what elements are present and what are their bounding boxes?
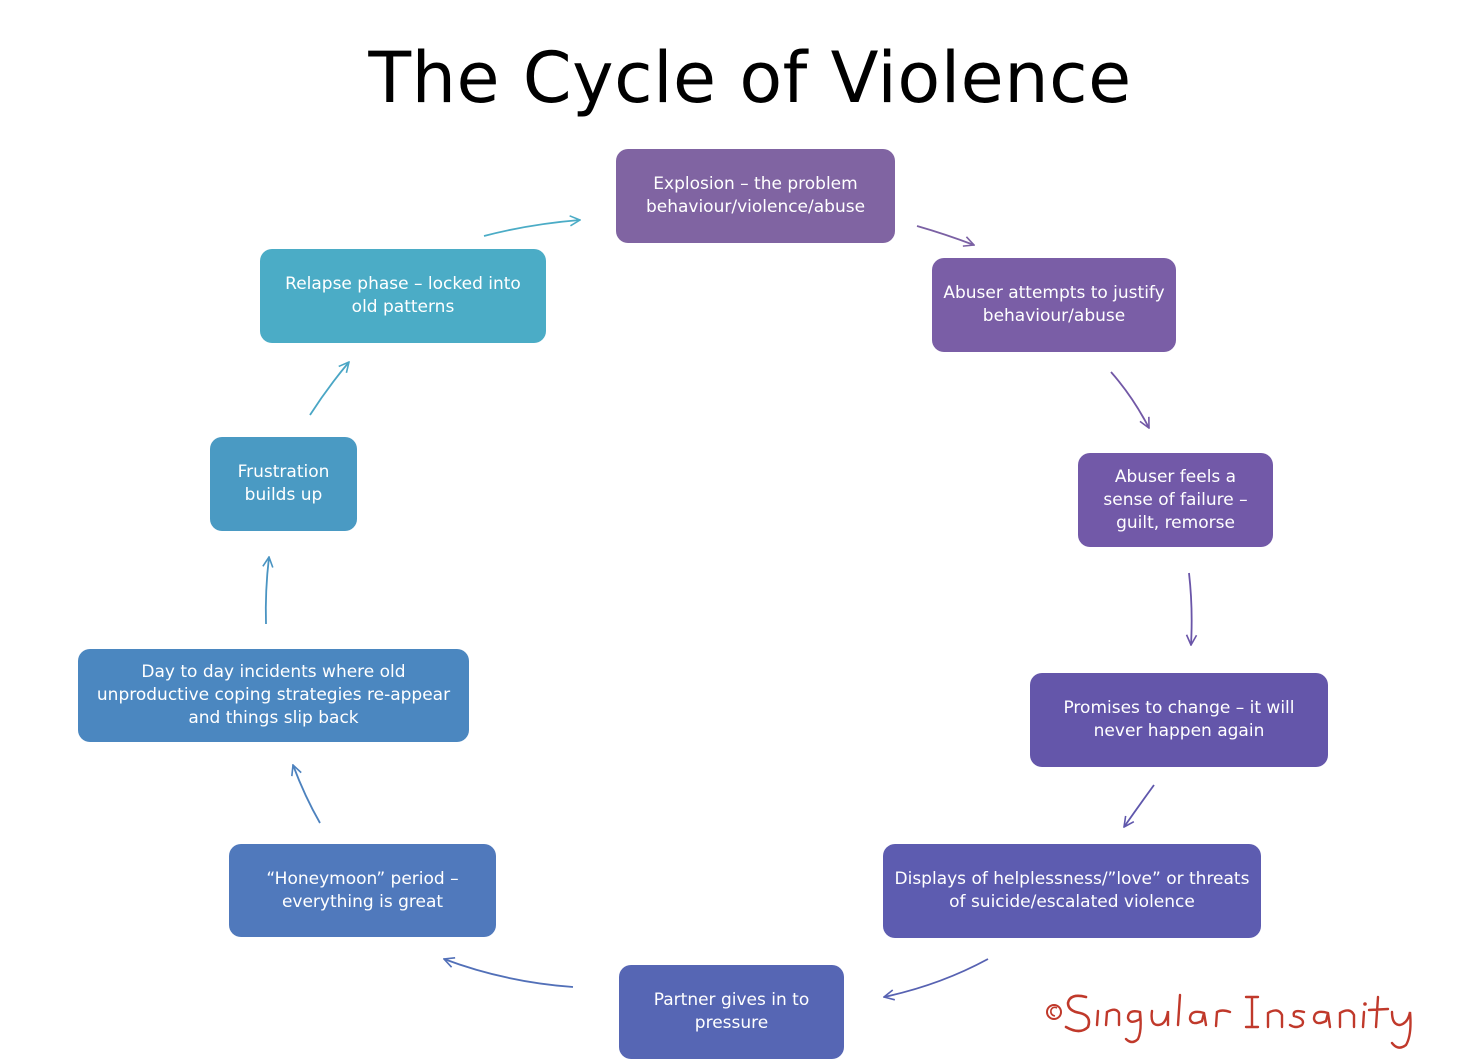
page-title: The Cycle of Violence — [368, 37, 1132, 119]
arrow-justify-to-failure — [1110, 371, 1149, 428]
node-relapse-phase: Relapse phase – locked into old patterns — [260, 249, 546, 343]
node-promises-to-change: Promises to change – it will never happe… — [1030, 673, 1328, 767]
arrow-helplessness-to-partner — [884, 958, 989, 997]
arrow-explosion-to-justify — [916, 225, 974, 245]
arrow-partner-to-honeymoon — [444, 959, 574, 988]
node-honeymoon-period: “Honeymoon” period – everything is great — [229, 844, 496, 937]
arrow-promises-to-helplessness — [1124, 784, 1155, 827]
node-frustration-builds: Frustration builds up — [210, 437, 357, 531]
node-abuser-justifies: Abuser attempts to justify behaviour/abu… — [932, 258, 1176, 352]
singular-insanity-watermark-logo — [1046, 993, 1412, 1049]
arrow-honeymoon-to-incidents — [293, 765, 321, 824]
node-partner-gives-in: Partner gives in to pressure — [619, 965, 844, 1059]
arrow-incidents-to-frustration — [266, 557, 269, 625]
arrow-frustration-to-relapse — [309, 362, 349, 416]
arrow-relapse-to-explosion — [483, 220, 580, 237]
arrow-failure-to-promises — [1189, 572, 1192, 645]
node-displays-of-helplessness: Displays of helplessness/”love” or threa… — [883, 844, 1261, 938]
node-day-to-day-incidents: Day to day incidents where old unproduct… — [78, 649, 469, 742]
node-abuser-feels-failure: Abuser feels a sense of failure – guilt,… — [1078, 453, 1273, 547]
node-explosion: Explosion – the problem behaviour/violen… — [616, 149, 895, 243]
